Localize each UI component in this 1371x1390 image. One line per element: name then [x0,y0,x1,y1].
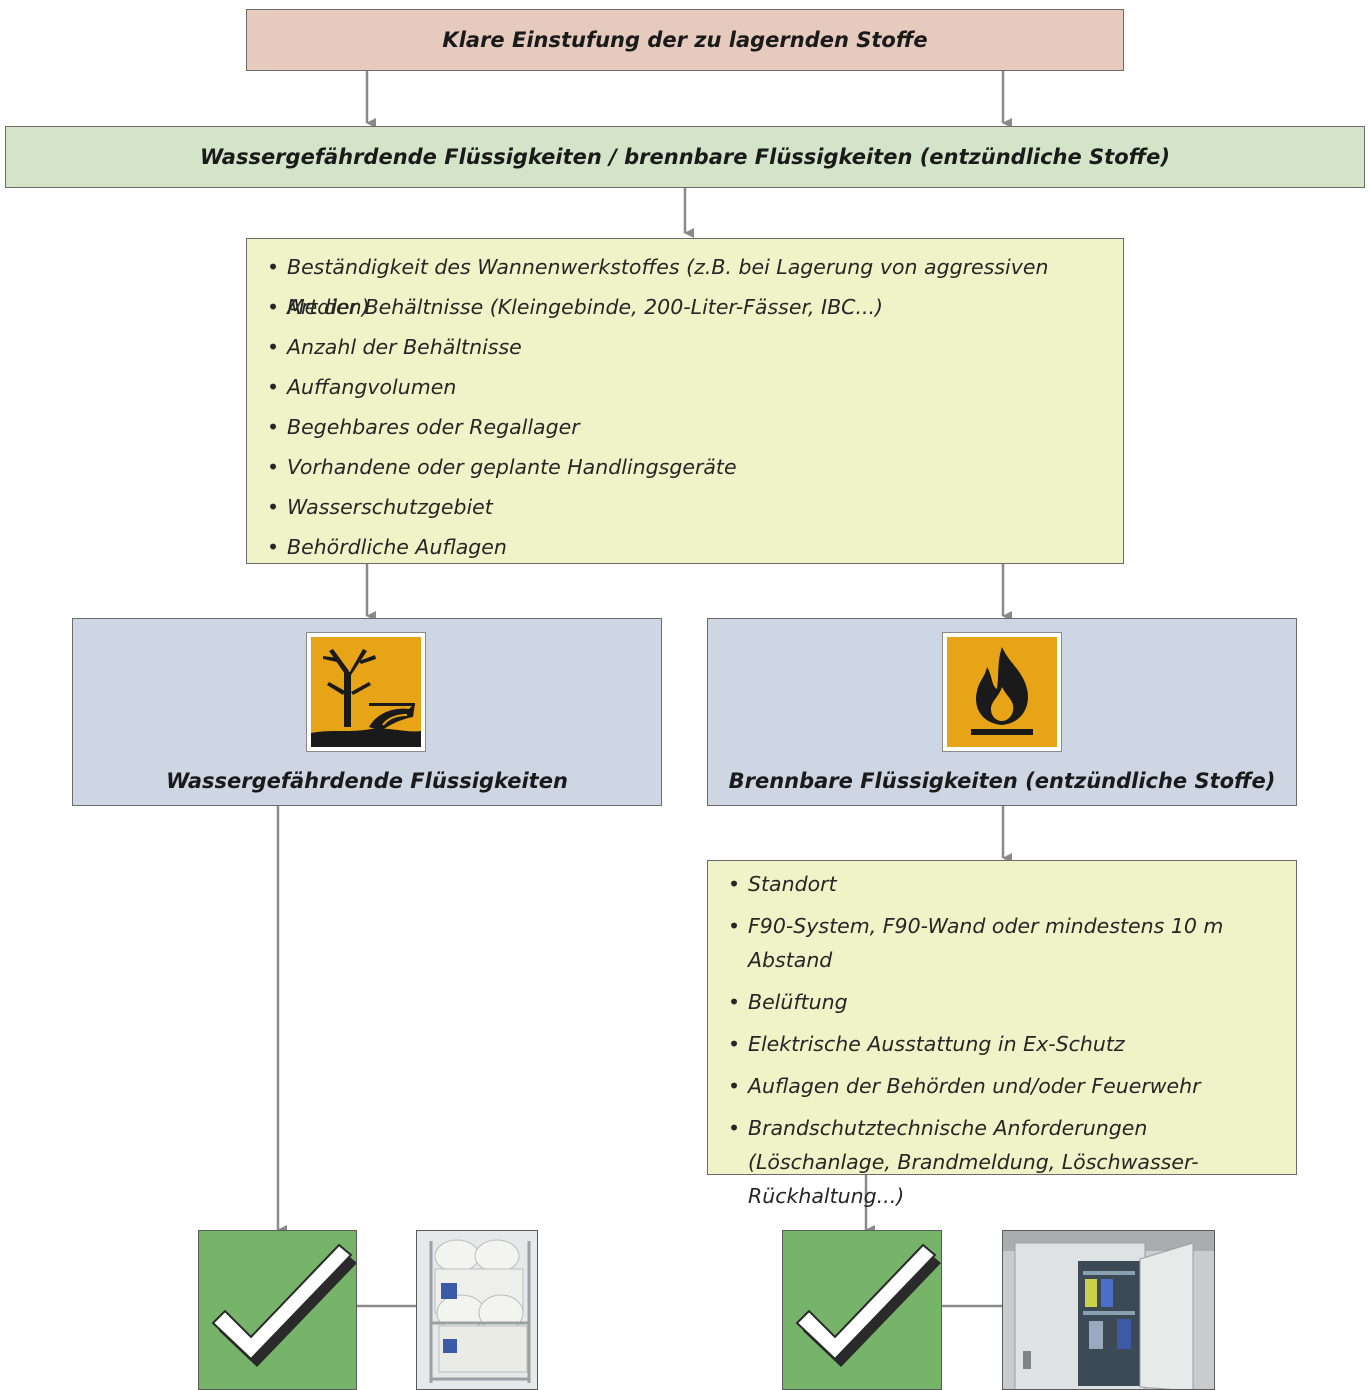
fire-criteria-item: Auflagen der Behörden und/oder Feuerwehr [728,1069,1282,1103]
criteria-item: Auffangvolumen [267,367,1123,407]
water-hazard-card: Wassergefährdende Flüssigkeiten [72,618,662,806]
flammable-label: Brennbare Flüssigkeiten (entzündliche St… [728,769,1276,793]
fire-criteria-item: Brandschutztechnische Anforderungen (Lös… [728,1111,1282,1213]
criteria-item: Begehbares oder Regallager [267,407,1123,447]
water-hazard-label: Wassergefährdende Flüssigkeiten [166,769,568,793]
classification-box: Klare Einstufung der zu lagernden Stoffe [246,9,1124,71]
fire-criteria-item: Belüftung [728,985,1282,1019]
flammable-card: Brennbare Flüssigkeiten (entzündliche St… [707,618,1297,806]
criteria-list: Beständigkeit des Wannenwerkstoffes (z.B… [267,247,1123,567]
fire-criteria-list: Standort F90-System, F90-Wand oder minde… [728,867,1282,1213]
category-title: Wassergefährdende Flüssigkeiten / brennb… [200,145,1170,169]
fire-criteria-item: Standort [728,867,1282,901]
check-icon [782,1230,942,1390]
classification-title: Klare Einstufung der zu lagernden Stoffe [442,28,928,52]
category-box: Wassergefährdende Flüssigkeiten / brennb… [5,126,1365,188]
storage-cabinet-photo [1002,1230,1215,1390]
fire-criteria-item: Elektrische Ausstattung in Ex-Schutz [728,1027,1282,1061]
criteria-item: Art der Behältnisse (Kleingebinde, 200-L… [267,287,1123,327]
criteria-item: Anzahl der Behältnisse [267,327,1123,367]
criteria-item: Behördliche Auflagen [267,527,1123,567]
flame-hazard-icon [942,632,1062,752]
drum-rack-photo [416,1230,538,1390]
criteria-item: Vorhandene oder geplante Handlingsgeräte [267,447,1123,487]
criteria-box: Beständigkeit des Wannenwerkstoffes (z.B… [246,238,1124,567]
check-icon [198,1230,357,1390]
criteria-item: Beständigkeit des Wannenwerkstoffes (z.B… [267,247,1123,319]
fire-criteria-item: F90-System, F90-Wand oder mindestens 10 … [728,909,1282,977]
environment-hazard-icon [306,632,426,752]
fire-criteria-box: Standort F90-System, F90-Wand oder minde… [707,860,1297,1208]
criteria-item: Wasserschutzgebiet [267,487,1123,527]
